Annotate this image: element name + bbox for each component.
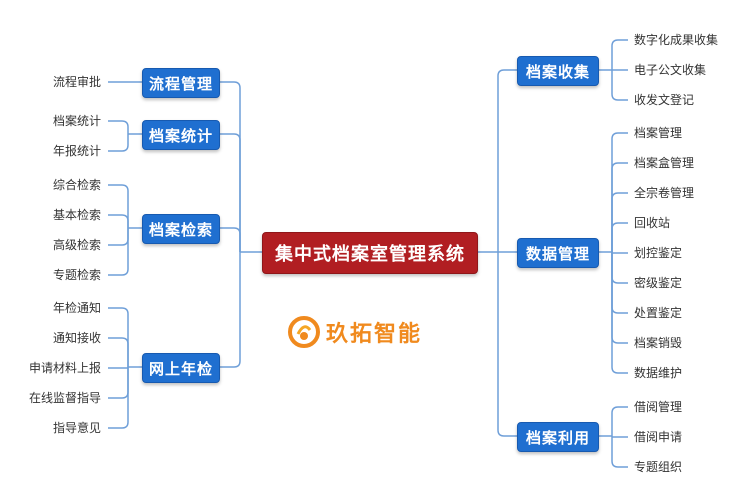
leaf-item[interactable]: 申请材料上报 [28,361,101,375]
branch-data-management[interactable]: 数据管理 [517,238,599,268]
connector-line [108,228,129,246]
connector-line [611,132,628,252]
leaf-item[interactable]: 档案销毁 [634,336,683,350]
connector-line [108,184,129,228]
branch-label: 档案统计 [148,126,213,145]
leaf-item[interactable]: 专题组织 [634,460,683,474]
connector-line [218,252,241,368]
connector-line [611,222,628,252]
branch-label: 流程管理 [148,74,213,93]
leaf-item[interactable]: 基本检索 [52,208,101,222]
leaf-item[interactable]: 指导意见 [52,421,101,435]
leaf-item[interactable]: 数据维护 [634,366,683,380]
leaf-item[interactable]: 档案盒管理 [634,156,695,170]
connector-line [108,120,129,134]
branch-label: 网上年检 [148,359,213,378]
connector-line [611,70,628,101]
branch-label: 档案收集 [525,62,590,81]
connector-line [611,436,628,468]
branch-archive-collection[interactable]: 档案收集 [517,56,599,86]
center-node-label: 集中式档案室管理系统 [275,244,465,265]
connector-line [108,134,129,152]
connector-line [611,406,628,436]
connector-line [108,367,129,399]
leaf-item[interactable]: 电子公文收集 [634,63,707,77]
leaf-item[interactable]: 划控鉴定 [634,246,683,260]
connector-line [611,39,628,70]
leaf-item[interactable]: 数字化成果收集 [634,33,719,47]
leaf-item[interactable]: 借阅管理 [634,400,683,414]
leaf-item[interactable]: 综合检索 [52,178,101,192]
connector-line [218,227,241,252]
connector-line [108,214,129,228]
branch-archive-utilization[interactable]: 档案利用 [517,422,599,452]
leaf-item[interactable]: 档案管理 [634,126,683,140]
connector-line [611,252,628,374]
brand-logo: 玖拓智能 [288,316,422,348]
connector-line [218,133,241,252]
connector-line [611,162,628,252]
connector-line [497,252,517,437]
connector-line [108,337,129,367]
logo-icon [288,316,320,348]
leaf-item[interactable]: 在线监督指导 [28,391,101,405]
leaf-item[interactable]: 借阅申请 [634,430,683,444]
leaf-item[interactable]: 专题检索 [52,268,101,282]
connector-line [108,307,129,367]
connector-line [108,367,129,429]
connector-line [611,252,628,284]
branch-archive-statistics[interactable]: 档案统计 [142,120,220,150]
leaf-item[interactable]: 回收站 [634,216,671,230]
leaf-item[interactable]: 收发文登记 [634,93,695,107]
leaf-item[interactable]: 密级鉴定 [634,276,683,290]
branch-online-inspection[interactable]: 网上年检 [142,353,220,383]
leaf-item[interactable]: 年报统计 [52,144,101,158]
connector-line [108,228,129,276]
branch-process-management[interactable]: 流程管理 [142,68,220,98]
connector-line [497,69,517,252]
connector-line [611,252,628,344]
branch-label: 数据管理 [525,244,590,263]
logo-text: 玖拓智能 [326,322,423,347]
branch-label: 档案利用 [525,428,590,447]
leaf-item[interactable]: 处置鉴定 [634,306,683,320]
connector-line [218,81,241,252]
leaf-item[interactable]: 年检通知 [52,301,101,315]
leaf-item[interactable]: 档案统计 [52,114,101,128]
leaf-item[interactable]: 全宗卷管理 [634,186,695,200]
branch-archive-search[interactable]: 档案检索 [142,214,220,244]
connector-line [611,192,628,252]
leaf-item[interactable]: 通知接收 [52,331,101,345]
branch-label: 档案检索 [148,220,213,239]
center-node: 集中式档案室管理系统 [262,232,478,274]
leaf-item[interactable]: 流程审批 [52,75,101,89]
leaf-item[interactable]: 高级检索 [52,238,101,252]
